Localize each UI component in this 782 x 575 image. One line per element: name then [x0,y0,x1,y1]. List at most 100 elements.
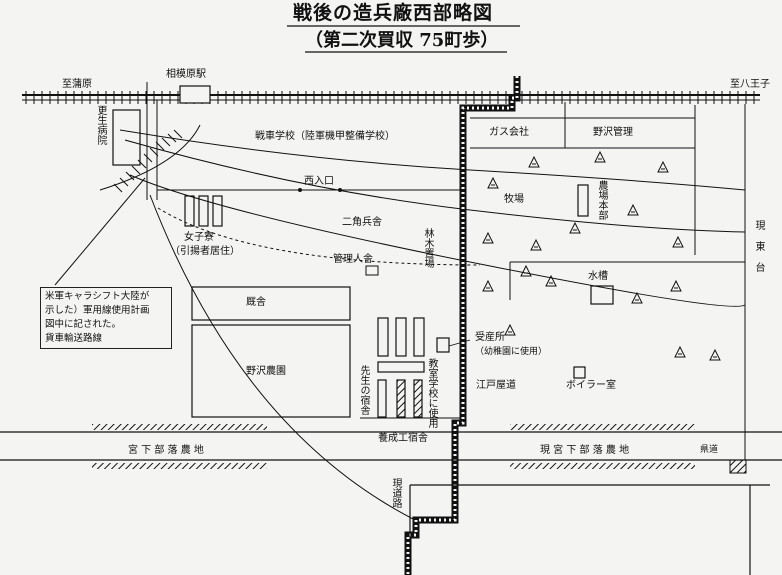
manager-house [365,265,379,276]
label-hachioji: 至八王子 [730,79,770,90]
spur-tie [137,159,147,169]
label-barracks2: 二角兵舎 [342,217,382,228]
label-processing-sub: （幼稚園に使用） [475,347,548,357]
hatched-strip [92,424,267,430]
school-building [395,317,407,357]
tree-icon [670,279,682,292]
label-kanbara: 至蒲原 [62,79,92,90]
school-building [377,361,425,373]
tree-icon [528,155,540,168]
processing-house [436,337,450,353]
label-teacher: 先生の宿舎 [358,365,369,415]
spur-ties [113,129,183,193]
label-rehab: 更生病院 [95,105,106,145]
spur-tie [119,177,129,187]
classroom-building [396,379,406,418]
tree-icon [657,160,669,173]
label-water: 水槽 [588,271,608,282]
lower-roads [0,431,782,575]
tree-icon [520,264,532,277]
spur-tie [167,133,177,143]
label-miyashita: 宮 下 部 落 農 地 [128,445,204,456]
label-edo: 江戸屋道 [476,380,516,391]
spur-tie [149,147,159,157]
rehab-hospital [112,109,141,166]
classroom-building [413,379,423,418]
map-title: 戦後の造兵廠西部略図 [293,2,494,24]
stable-building [191,286,351,321]
spur-tie [143,153,153,163]
label-dorm: 女子寮 [184,232,214,243]
spur-tie [155,141,165,151]
label-farm-center: 農場本部 [596,180,607,220]
tree-icon [482,279,494,292]
map-subtitle: （第二次買収 75町歩） [305,30,499,51]
label-forest: 林木置場 [422,228,433,268]
tree-icon [504,323,516,336]
tree-icon [569,221,581,234]
label-station: 相模原駅 [166,69,206,80]
hatched-strip [92,463,267,469]
school-building [413,317,425,357]
teacher-house [377,379,387,418]
nozawa-farm-area [191,324,351,418]
property-lines [470,102,746,460]
tree-icon [482,231,494,244]
water-tank [590,285,614,305]
station-building [179,85,211,104]
railway [22,94,760,101]
dorm-building [198,195,209,227]
note-line: 貨車輸送路線 [45,333,103,344]
gate-post [298,188,302,192]
tree-icon [594,150,606,163]
tree-icon [709,348,721,361]
annotation-note: 米軍キャラシフト大陸が 示した）軍用線使用計画 図中に記された。 貨車輸送路線 [40,287,172,349]
tree-icon [545,274,557,287]
tree-icon [530,238,542,251]
hatched-strip [510,424,695,430]
dorm-building [212,195,223,227]
spur-tie [113,183,123,193]
spur-tie [125,171,135,181]
note-arrow [54,177,146,286]
label-ranch: 牧場 [504,194,524,205]
tree-icon [674,345,686,358]
spur-tie [161,137,171,147]
spur-tie [131,165,141,175]
label-school: 教室学校に使用 [426,358,437,428]
tree-icon [631,291,643,304]
label-processing: 受産所 [475,332,505,343]
dorm-building [184,195,195,227]
gate-post [338,188,342,192]
label-boiler: ボイラー室 [566,380,616,391]
spur-tie [173,129,183,139]
school-building [377,317,389,357]
label-tank-school: 戦車学校（陸軍機甲整備学校） [255,131,395,142]
label-zero: 現 宮 下 部 落 農 地 [540,445,630,456]
label-dorm-sub: （引揚者居住） [170,246,240,257]
note-line: 米軍キャラシフト大陸が [45,291,150,302]
label-nozawa-farm: 野沢農園 [246,366,286,377]
boiler-room [573,366,586,379]
tree-icon [672,235,684,248]
label-gas: ガス会社 [489,127,529,138]
label-yosei: 養成工宿舎 [378,433,428,444]
railway-ties [25,91,755,104]
hatched-strip [510,463,695,469]
tree-icon [487,176,499,189]
note-line: 示した）軍用線使用計画 [45,305,150,316]
label-nozawa: 野沢管理 [593,127,633,138]
label-shinmichi: 現道路 [390,478,401,508]
kenjo-mark [729,459,747,474]
label-kenjo: 県道 [700,445,719,455]
tree-icon [627,203,639,216]
label-west-entrance: 西入口 [304,176,334,187]
note-line: 図中に記された。 [45,319,122,330]
rail-spurs [99,124,746,521]
label-tokaidai: 現 東 台 [753,220,764,272]
farm-center [577,184,589,217]
tree-symbols [482,150,721,361]
label-kanri: 管理人舎 [333,254,373,265]
